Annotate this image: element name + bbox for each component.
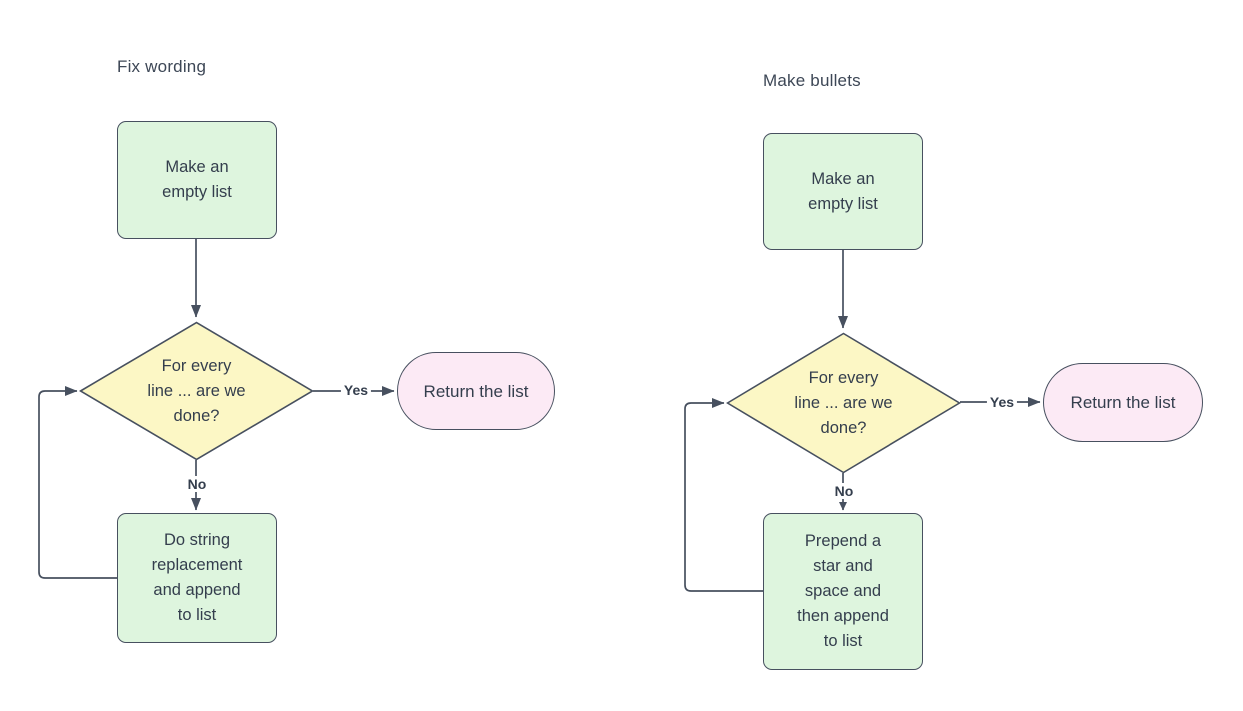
node-make-empty-list[interactable]: Make an empty list	[117, 121, 277, 239]
node-label: Prepend a star and space and then append…	[797, 532, 889, 650]
edge-action-loop-to-decision	[38, 386, 117, 579]
edge-action-loop-to-decision	[684, 398, 763, 592]
node-for-every-line-decision[interactable]: For every line ... are we done?	[79, 321, 314, 461]
node-label: Return the list	[1070, 393, 1176, 412]
edge-label-yes: Yes	[340, 382, 372, 398]
edge-label-no: No	[831, 483, 857, 499]
edge-label-no: No	[184, 476, 210, 492]
edge-label-yes: Yes	[986, 394, 1018, 410]
decision-diamond-shape	[79, 321, 314, 461]
flowchart-title: Make bullets	[763, 71, 861, 90]
node-return-the-list[interactable]: Return the list	[397, 352, 555, 430]
decision-diamond-shape	[726, 332, 961, 474]
flowchart-title: Fix wording	[117, 57, 207, 76]
node-label: Return the list	[423, 381, 529, 401]
node-label: Make an empty list	[162, 158, 232, 201]
node-for-every-line-decision[interactable]: For every line ... are we done?	[726, 332, 961, 474]
node-label: Make an empty list	[808, 169, 878, 213]
node-prepend-star-and-space[interactable]: Prepend a star and space and then append…	[763, 513, 923, 670]
node-do-string-replacement[interactable]: Do string replacement and append to list	[117, 513, 277, 643]
node-return-the-list[interactable]: Return the list	[1043, 363, 1203, 442]
node-label: For every line ... are we done?	[147, 356, 246, 425]
node-label: Do string replacement and append to list	[151, 531, 243, 624]
node-label: For every line ... are we done?	[794, 368, 893, 437]
node-make-empty-list[interactable]: Make an empty list	[763, 133, 923, 250]
